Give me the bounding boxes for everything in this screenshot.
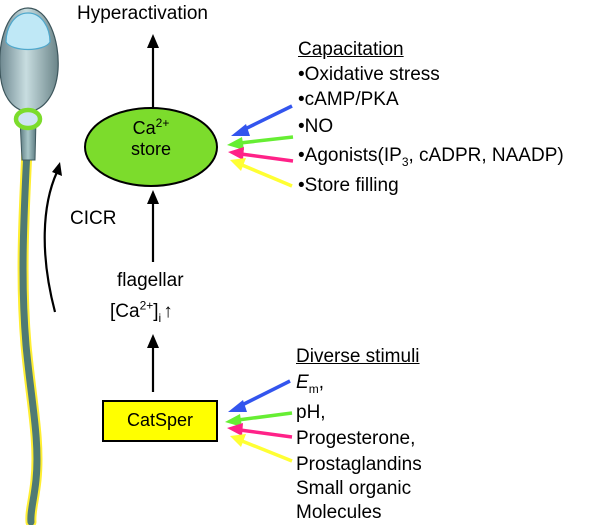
capacitation-item-text: NO (304, 116, 334, 137)
capacitation-item: •Store filling (298, 175, 399, 197)
membrane-potential-sub: m (308, 381, 319, 396)
stimulus-item: Progesterone, (296, 428, 416, 449)
ca-store-label: Ca2+ store (101, 116, 201, 160)
calcium-sup: 2+ (139, 298, 154, 313)
arrow-flagellar-to-store (147, 190, 159, 262)
calcium-close: ] (153, 301, 159, 322)
stimulus-item: Em, (296, 372, 324, 396)
catsper-label: CatSper (126, 410, 194, 430)
agonists-sub: 3 (401, 154, 409, 169)
ca-store-node (84, 107, 218, 187)
membrane-potential-symbol: E (296, 372, 309, 393)
bullet: • (298, 145, 305, 166)
flagellar-label: flagellar (117, 270, 184, 291)
stimulus-item: Prostaglandins (296, 454, 422, 475)
stimuli-arrows (225, 379, 293, 463)
ca-store-line1: Ca (132, 118, 156, 138)
capacitation-arrows (227, 104, 294, 188)
calcium-sub: i (158, 310, 162, 325)
green-arrow-store (227, 135, 294, 150)
catsper-node (102, 400, 218, 442)
capacitation-item-text: Oxidative stress (304, 64, 440, 85)
agonists-rest: , cADPR, NAADP) (408, 145, 564, 166)
agonists-text: Agonists(IP (304, 145, 402, 166)
stimulus-item: Molecules (296, 502, 382, 523)
hyperactivation-label: Hyperactivation (77, 3, 208, 24)
capacitation-header: Capacitation (298, 39, 404, 60)
capacitation-item: •Agonists(IP3, cADPR, NAADP) (298, 145, 564, 169)
ca-store-line2: store (130, 139, 172, 159)
blue-arrow-catsper (228, 379, 291, 412)
arrow-to-hyperactivation (147, 34, 159, 108)
stimulus-item: Small organic (296, 478, 412, 499)
capacitation-item-text: Store filling (304, 175, 399, 196)
bullet: • (298, 116, 305, 137)
calcium-open: [Ca (110, 301, 140, 322)
sperm-head (0, 7, 59, 113)
arrow-catsper-to-flagellar (147, 334, 159, 392)
pink-arrow-store (228, 147, 294, 163)
diverse-stimuli-header: Diverse stimuli (296, 346, 420, 367)
sperm-tail (17, 144, 43, 525)
flagellar-calcium-label: [Ca2+]i↑ (110, 298, 173, 325)
bullet: • (298, 175, 305, 196)
bullet: • (298, 89, 305, 110)
green-arrow-catsper (225, 411, 293, 427)
bullet: • (298, 64, 305, 85)
membrane-potential-comma: , (318, 372, 324, 393)
calcium-rise-arrow: ↑ (163, 301, 173, 322)
capacitation-item: •cAMP/PKA (298, 89, 399, 111)
capacitation-item-text: cAMP/PKA (304, 89, 399, 110)
yellow-arrow-catsper (230, 434, 293, 463)
capacitation-item: •Oxidative stress (298, 64, 440, 86)
blue-arrow-store (231, 104, 293, 136)
cicr-label: CICR (70, 208, 117, 229)
yellow-arrow-store (230, 158, 293, 188)
ca-store-sup: 2+ (155, 116, 170, 130)
capacitation-item: •NO (298, 116, 333, 138)
neck-ring (13, 107, 43, 131)
pink-arrow-catsper (227, 423, 293, 439)
stimulus-item: pH, (296, 402, 326, 423)
cicr-arrow (43, 162, 62, 313)
